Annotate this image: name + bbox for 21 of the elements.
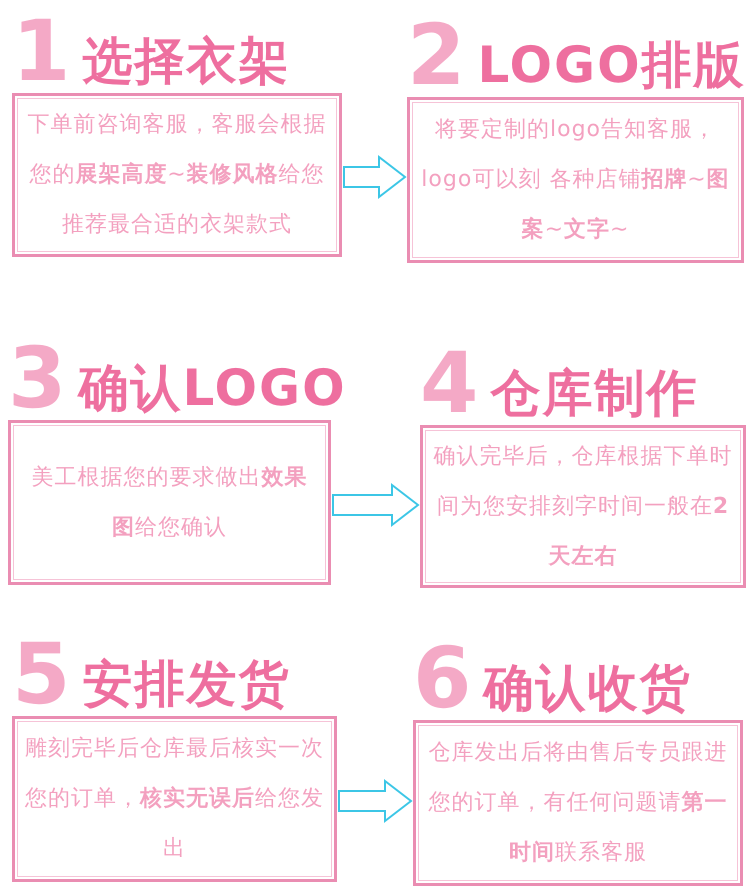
step-description: 确认完毕后，仓库根据下单时间为您安排刻字时间一般在2天左右	[432, 442, 734, 570]
arrow	[332, 482, 420, 528]
step-number: 2	[407, 13, 466, 97]
step-title: 仓库制作	[490, 366, 698, 421]
step-number: 5	[12, 632, 70, 716]
step-description: 美工根据您的要求做出效果图给您确认	[30, 464, 308, 542]
step-number: 1	[12, 9, 70, 93]
step-title: 选择衣架	[82, 34, 290, 89]
step-title: 确认收货	[483, 661, 692, 716]
step-number: 6	[413, 636, 472, 720]
arrow	[343, 154, 407, 200]
step-description: 将要定制的logo告知客服，logo可以刻 各种店铺招牌~图案~文字~	[420, 116, 731, 244]
step-description: 仓库发出后将由售后专员跟进您的订单，有任何问题请第一时间联系客服	[428, 739, 728, 867]
step-title: 确认LOGO	[78, 361, 347, 416]
step-description: 雕刻完毕后仓库最后核实一次您的订单，核实无误后给您发出	[24, 735, 324, 863]
step-title: 安排发货	[82, 657, 290, 712]
step-title: LOGO排版	[477, 38, 746, 93]
step-number: 3	[8, 336, 66, 420]
step-number: 4	[420, 341, 478, 425]
step-description: 下单前咨询客服，客服会根据您的展架高度~装修风格给您推荐最合适的衣架款式	[26, 111, 328, 239]
arrow	[338, 778, 413, 824]
